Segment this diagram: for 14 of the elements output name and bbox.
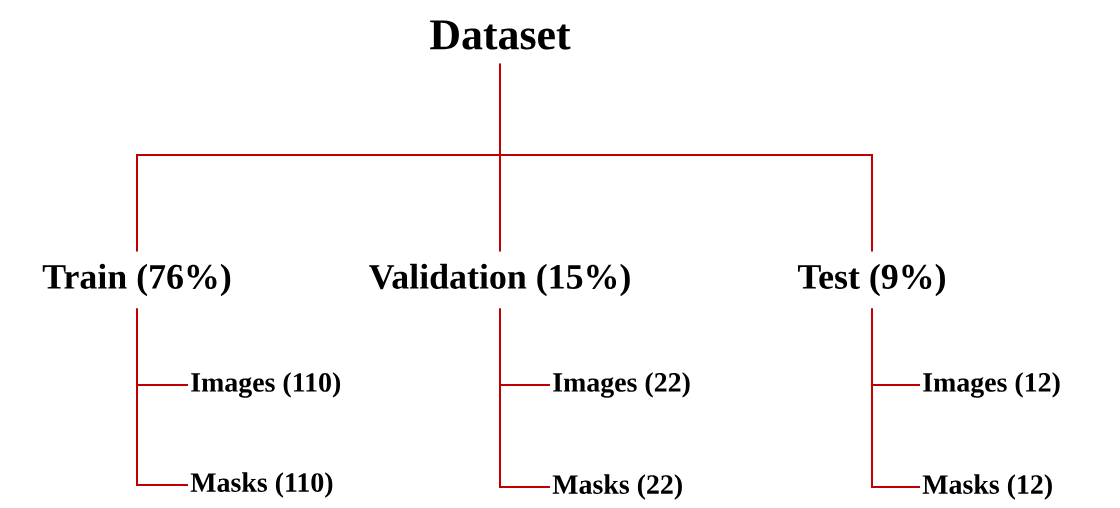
tree-connector — [499, 307, 551, 488]
item-label: Images (22) — [553, 372, 690, 398]
tree-connector — [871, 307, 921, 488]
item-label: Images (12) — [923, 372, 1060, 398]
tree-connector — [499, 62, 873, 253]
item-label: Images (110) — [191, 372, 341, 398]
category-label: Validation (15%) — [369, 263, 630, 297]
item-label: Masks (12) — [922, 474, 1052, 500]
category-label: Train (76%) — [42, 263, 231, 297]
category-label: Test (9%) — [798, 263, 945, 297]
item-label: Masks (110) — [190, 472, 333, 498]
item-label: Masks (22) — [552, 474, 682, 500]
root-label: Dataset — [430, 20, 571, 50]
tree-connector — [136, 307, 189, 486]
